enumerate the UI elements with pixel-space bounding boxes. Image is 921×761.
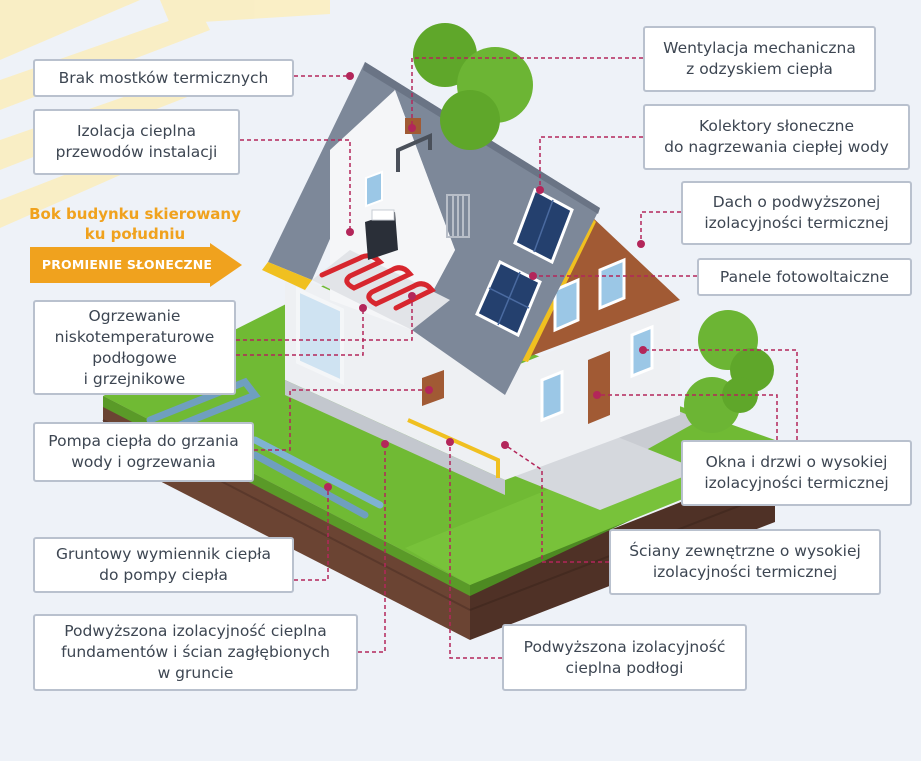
gable-window-left xyxy=(553,277,580,333)
interior-window xyxy=(365,170,383,208)
ground-heat-exchanger-pipes xyxy=(146,377,384,519)
wall-window-left xyxy=(540,369,564,423)
foundation-wall xyxy=(285,380,505,495)
left-wall-window xyxy=(296,286,344,386)
label-low-temp-heating: Ogrzewanie niskotemperaturowe podłogowe … xyxy=(33,300,236,395)
gable-window-right xyxy=(598,257,626,311)
label-windows-doors: Okna i drzwi o wysokiej izolacyjności te… xyxy=(681,440,912,506)
sun-rays-label: PROMIENIE SŁONECZNE xyxy=(41,257,213,272)
solar-collectors xyxy=(513,187,574,265)
label-thermal-bridges: Brak mostków termicznych xyxy=(33,59,294,97)
label-roof-insulation: Dach o podwyższonej izolacyjności termic… xyxy=(681,181,912,245)
label-ventilation: Wentylacja mechaniczna z odzyskiem ciepł… xyxy=(643,26,876,92)
front-door xyxy=(588,351,610,424)
sun-rays-arrow-icon xyxy=(30,243,242,287)
bathroom-cabinet xyxy=(365,212,398,260)
leader-lines xyxy=(236,57,798,659)
south-side-heading: Bok budynku skierowany ku południu xyxy=(29,205,241,243)
label-ground-heat-exchanger: Gruntowy wymiennik ciepła do pompy ciepł… xyxy=(33,537,294,593)
radiator xyxy=(446,194,470,238)
floor-heating-loops xyxy=(319,253,436,311)
ventilation-ducts xyxy=(396,132,432,172)
label-floor-insulation: Podwyższona izolacyjność cieplna podłogi xyxy=(502,624,747,691)
tree-back xyxy=(413,23,533,150)
label-solar-collectors: Kolektory słoneczne do nagrzewania ciepł… xyxy=(643,104,910,170)
pv-panels xyxy=(475,259,542,338)
label-heat-pump: Pompa ciepła do grzania wody i ogrzewani… xyxy=(33,422,254,482)
leader-dots xyxy=(324,72,647,491)
label-pipe-insulation: Izolacja cieplna przewodów instalacji xyxy=(33,109,240,175)
label-foundation-insulation: Podwyższona izolacyjność cieplna fundame… xyxy=(33,614,358,691)
label-external-walls: Ściany zewnętrzne o wysokiej izolacyjnoś… xyxy=(609,529,881,595)
heat-pump-unit xyxy=(422,370,444,406)
bush-right xyxy=(684,310,774,433)
label-pv-panels: Panele fotowoltaiczne xyxy=(697,258,912,296)
